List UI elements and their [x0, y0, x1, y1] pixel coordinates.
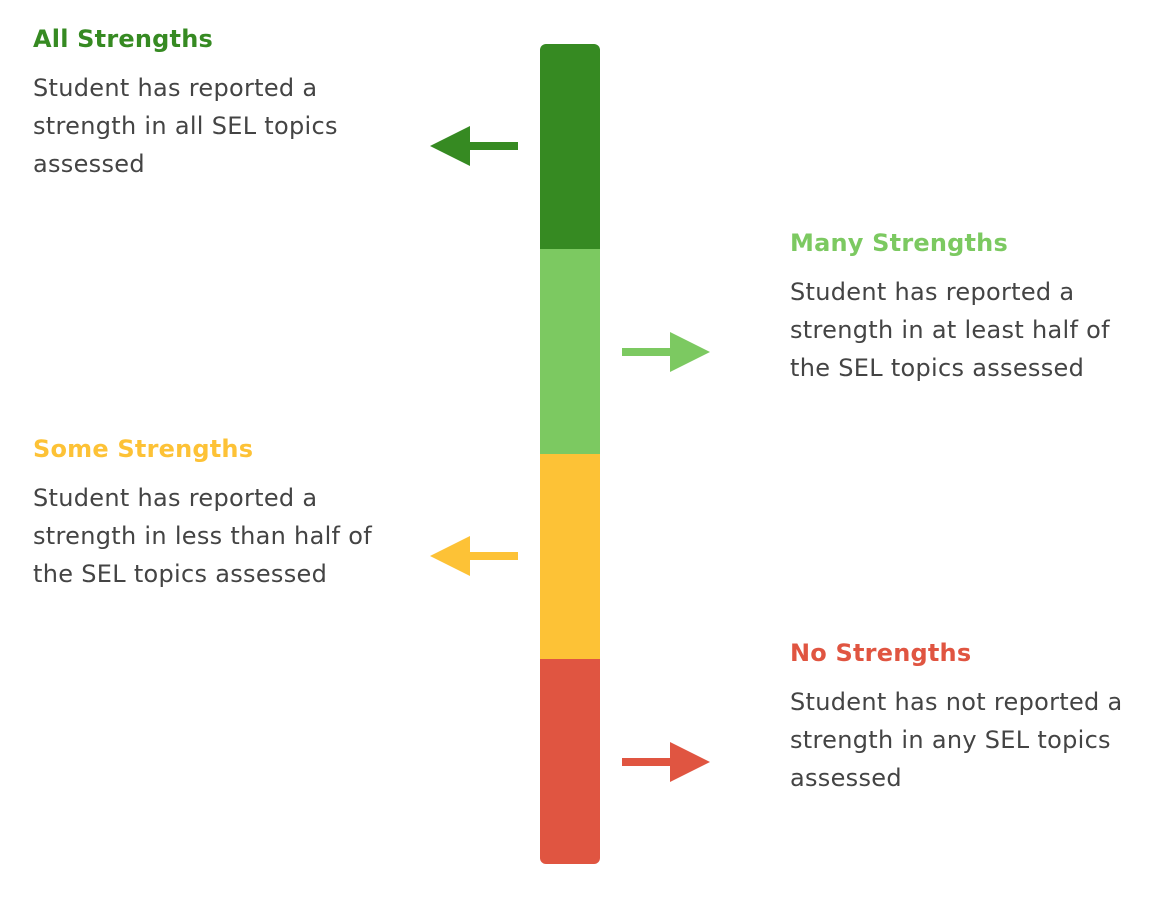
- arrow-right-icon: [622, 742, 710, 782]
- scale-segment-many-strengths: [540, 249, 600, 454]
- strength-scale-bar: [540, 44, 600, 864]
- legend-no-strengths: No Strengths Student has not reported a …: [790, 639, 1130, 797]
- scale-segment-some-strengths: [540, 454, 600, 659]
- legend-description-all-strengths: Student has reported a strength in all S…: [33, 74, 338, 178]
- scale-segment-all-strengths: [540, 44, 600, 249]
- arrow-left-icon: [430, 126, 518, 166]
- arrow-left-icon: [430, 536, 518, 576]
- legend-all-strengths: All Strengths Student has reported a str…: [33, 25, 373, 183]
- legend-title-many-strengths: Many Strengths: [790, 229, 1008, 257]
- legend-description-many-strengths: Student has reported a strength in at le…: [790, 278, 1110, 382]
- legend-title-some-strengths: Some Strengths: [33, 435, 254, 463]
- legend-description-no-strengths: Student has not reported a strength in a…: [790, 688, 1123, 792]
- legend-description-some-strengths: Student has reported a strength in less …: [33, 484, 372, 588]
- legend-title-no-strengths: No Strengths: [790, 639, 972, 667]
- legend-some-strengths: Some Strengths Student has reported a st…: [33, 435, 373, 593]
- scale-segment-no-strengths: [540, 659, 600, 864]
- arrow-right-icon: [622, 332, 710, 372]
- legend-title-all-strengths: All Strengths: [33, 25, 213, 53]
- legend-many-strengths: Many Strengths Student has reported a st…: [790, 229, 1130, 387]
